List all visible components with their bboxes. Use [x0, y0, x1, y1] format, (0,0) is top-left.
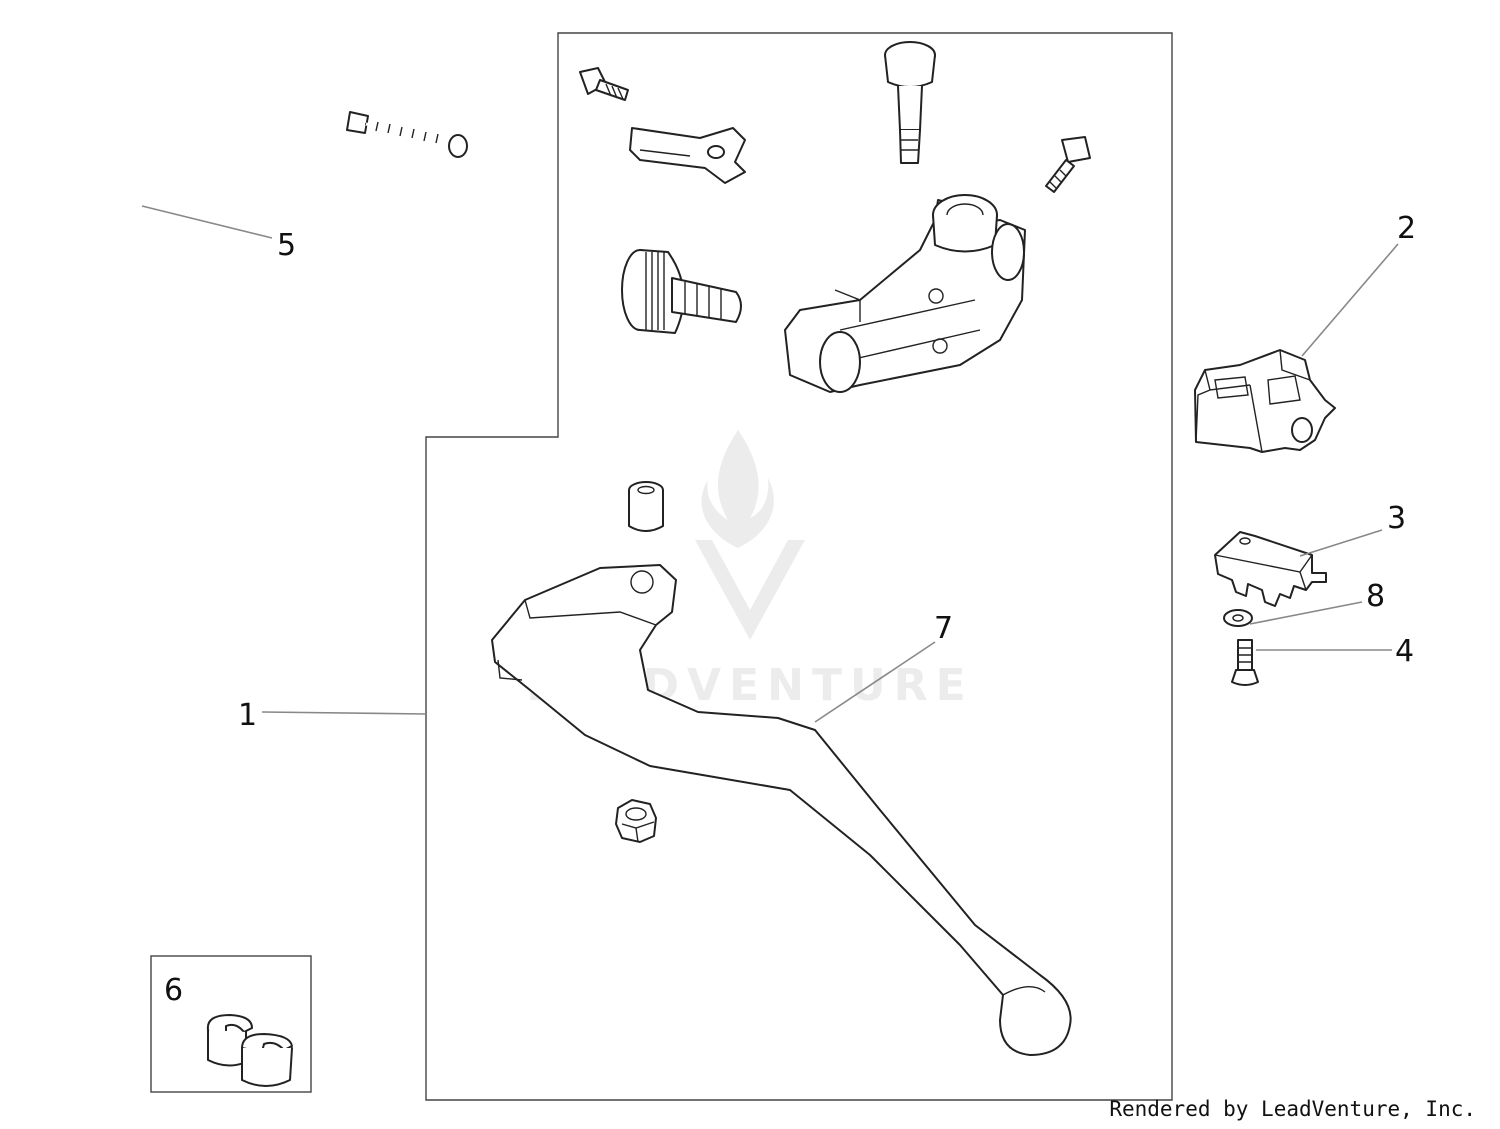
- leadventure-flame-logo: [695, 430, 805, 640]
- callout-4: 4: [1395, 634, 1414, 669]
- item-6-box: [150, 955, 312, 1093]
- leader-8: [1249, 601, 1363, 625]
- cable-clip-part: [629, 127, 746, 184]
- leader-7: [814, 641, 936, 723]
- callout-7: 7: [934, 611, 953, 646]
- washer-part: [1223, 609, 1253, 627]
- switch-screw-part: [1231, 639, 1259, 686]
- small-screw-part: [579, 67, 629, 101]
- microswitch-part: [1214, 531, 1327, 607]
- callout-5: 5: [277, 228, 296, 263]
- leader-2: [1301, 243, 1399, 357]
- render-credit: Rendered by LeadVenture, Inc.: [1109, 1097, 1476, 1121]
- clutch-lever-part: [491, 564, 1072, 1056]
- leader-1: [261, 711, 427, 715]
- pivot-bolt-part: [884, 41, 936, 164]
- cable-clip-pair-part: [206, 1014, 293, 1087]
- switch-housing-part: [1194, 349, 1336, 453]
- leader-5: [141, 205, 273, 239]
- pivot-bushing-part: [628, 481, 664, 532]
- callout-8: 8: [1366, 579, 1385, 614]
- cable-adjuster-part: [621, 249, 742, 334]
- callout-2: 2: [1397, 211, 1416, 246]
- clutch-cable-part: [77, 111, 468, 528]
- lever-bracket-part: [784, 194, 1026, 393]
- leader-3: [1299, 529, 1383, 557]
- lever-nut-part: [615, 799, 657, 843]
- callout-1: 1: [238, 698, 257, 733]
- callout-6: 6: [164, 973, 183, 1008]
- callout-3: 3: [1387, 501, 1406, 536]
- adjuster-screw-part: [1045, 136, 1091, 193]
- kit-assembly-outline: [425, 32, 1173, 1101]
